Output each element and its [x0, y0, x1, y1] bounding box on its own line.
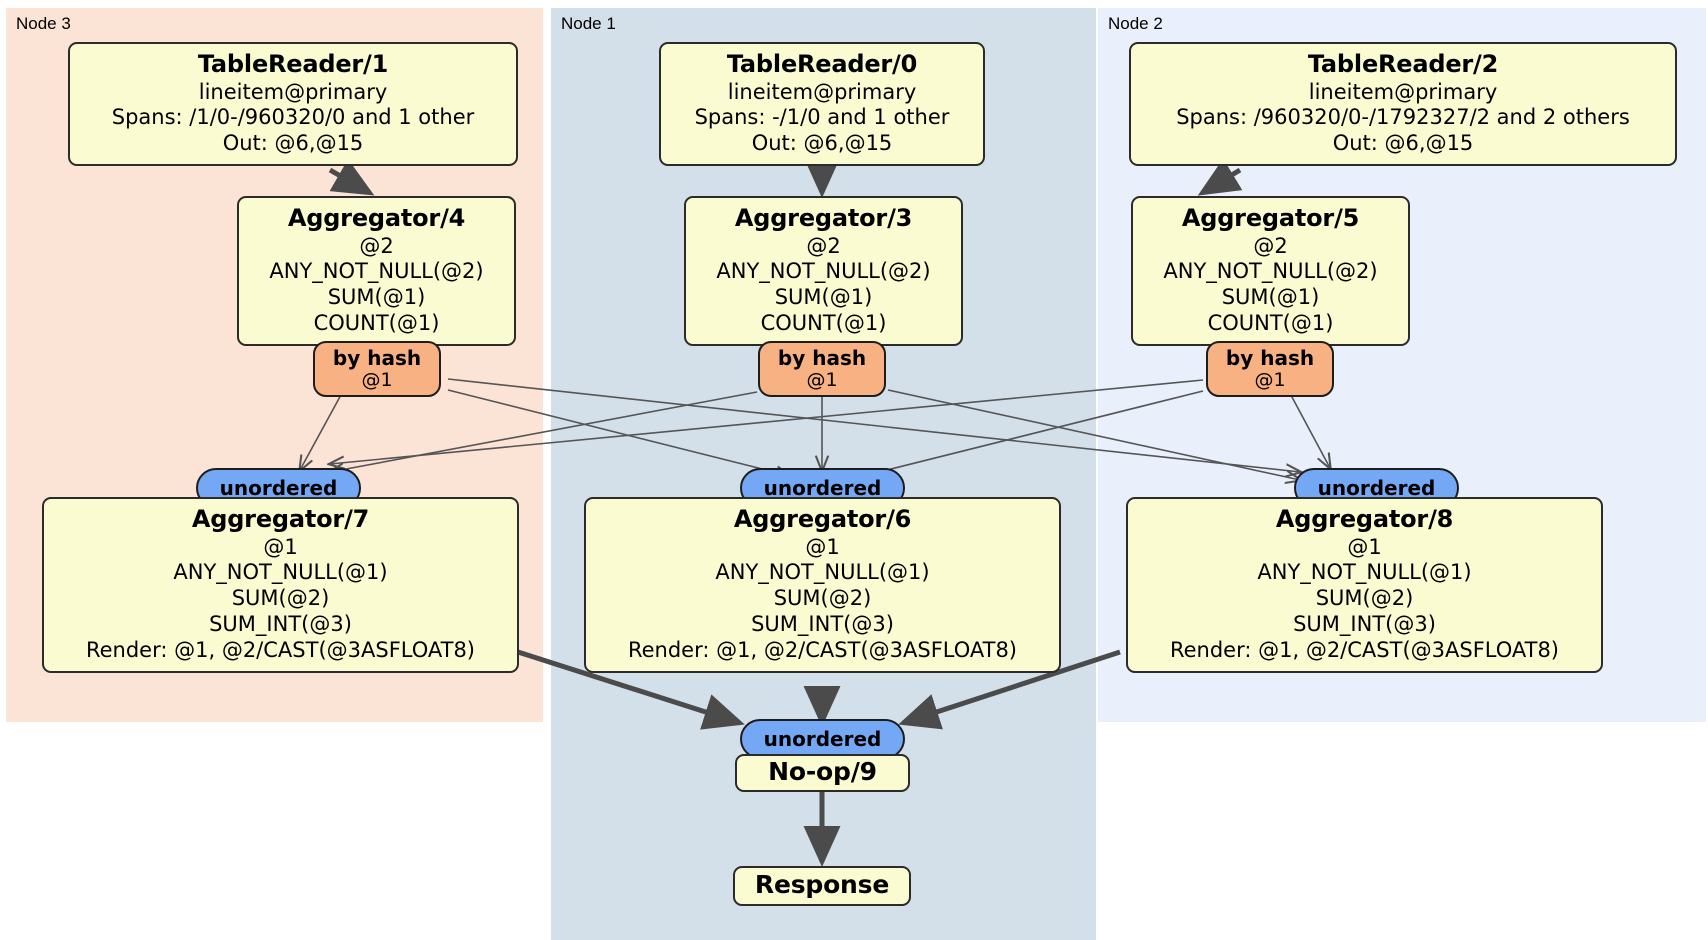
processor-detail-agg2: SUM(@1): [1221, 285, 1320, 310]
router-by-hash-left[interactable]: by hash @1: [313, 341, 441, 397]
processor-table-reader-0[interactable]: TableReader/0 lineitem@primary Spans: -/…: [659, 42, 985, 166]
synchronizer-label: unordered: [1317, 475, 1436, 500]
processor-detail-agg1: ANY_NOT_NULL(@2): [716, 259, 931, 284]
processor-detail-groupcol: @1: [1347, 534, 1382, 559]
processor-table-reader-2[interactable]: TableReader/2 lineitem@primary Spans: /9…: [1129, 42, 1677, 166]
processor-aggregator-7[interactable]: Aggregator/7 @1 ANY_NOT_NULL(@1) SUM(@2)…: [42, 497, 519, 673]
synchronizer-label: unordered: [763, 475, 882, 500]
processor-aggregator-3[interactable]: Aggregator/3 @2 ANY_NOT_NULL(@2) SUM(@1)…: [684, 196, 963, 346]
processor-detail-agg3: COUNT(@1): [313, 311, 440, 335]
panel-node1-label: Node 1: [561, 14, 616, 33]
router-by-hash-right[interactable]: by hash @1: [1206, 341, 1334, 397]
processor-detail-render: Render: @1, @2/CAST(@3ASFLOAT8): [85, 637, 476, 662]
processor-detail-agg3: COUNT(@1): [1207, 311, 1334, 335]
processor-detail-groupcol: @2: [359, 233, 394, 258]
processor-title: Aggregator/7: [191, 505, 370, 533]
processor-noop-9[interactable]: No-op/9: [735, 754, 910, 792]
processor-detail-agg3: SUM_INT(@3): [209, 612, 352, 636]
router-stream-label: @1: [1254, 368, 1286, 391]
processor-title: Aggregator/8: [1275, 505, 1454, 533]
processor-detail-index: lineitem@primary: [198, 79, 388, 104]
processor-title: Aggregator/3: [734, 204, 913, 232]
processor-title: Aggregator/5: [1181, 204, 1360, 232]
processor-aggregator-8[interactable]: Aggregator/8 @1 ANY_NOT_NULL(@1) SUM(@2)…: [1126, 497, 1603, 673]
synchronizer-label: unordered: [763, 726, 882, 751]
router-kind-label: by hash: [332, 345, 422, 370]
router-by-hash-center[interactable]: by hash @1: [758, 341, 886, 397]
processor-detail-agg1: ANY_NOT_NULL(@2): [269, 259, 484, 284]
processor-aggregator-5[interactable]: Aggregator/5 @2 ANY_NOT_NULL(@2) SUM(@1)…: [1131, 196, 1410, 346]
processor-detail-spans: Spans: /1/0-/960320/0 and 1 other: [111, 105, 475, 130]
processor-detail-index: lineitem@primary: [727, 79, 917, 104]
processor-detail-out: Out: @6,@15: [1332, 131, 1474, 156]
processor-detail-spans: Spans: -/1/0 and 1 other: [694, 105, 950, 130]
processor-detail-groupcol: @1: [263, 534, 298, 559]
router-kind-label: by hash: [1225, 345, 1315, 370]
processor-title: TableReader/2: [1307, 50, 1499, 78]
panel-node2-label: Node 2: [1108, 14, 1163, 33]
processor-detail-agg2: SUM(@2): [1315, 586, 1414, 611]
processor-aggregator-6[interactable]: Aggregator/6 @1 ANY_NOT_NULL(@1) SUM(@2)…: [584, 497, 1061, 673]
processor-title: TableReader/0: [726, 50, 918, 78]
processor-detail-render: Render: @1, @2/CAST(@3ASFLOAT8): [627, 637, 1018, 662]
processor-detail-agg2: SUM(@1): [327, 285, 426, 310]
processor-detail-render: Render: @1, @2/CAST(@3ASFLOAT8): [1169, 637, 1560, 662]
processor-response[interactable]: Response: [733, 866, 911, 906]
panel-node3-label: Node 3: [16, 14, 71, 33]
processor-title: Aggregator/6: [733, 505, 912, 533]
processor-aggregator-4[interactable]: Aggregator/4 @2 ANY_NOT_NULL(@2) SUM(@1)…: [237, 196, 516, 346]
processor-detail-agg2: SUM(@2): [231, 586, 330, 611]
processor-detail-agg2: SUM(@1): [774, 285, 873, 310]
router-stream-label: @1: [806, 368, 838, 391]
processor-detail-out: Out: @6,@15: [751, 131, 893, 156]
processor-detail-agg1: ANY_NOT_NULL(@1): [1257, 560, 1472, 585]
processor-detail-agg3: COUNT(@1): [760, 311, 887, 335]
processor-detail-spans: Spans: /960320/0-/1792327/2 and 2 others: [1176, 105, 1630, 130]
router-stream-label: @1: [361, 368, 393, 391]
processor-table-reader-1[interactable]: TableReader/1 lineitem@primary Spans: /1…: [68, 42, 518, 166]
processor-title: TableReader/1: [197, 50, 389, 78]
processor-title: Response: [754, 870, 890, 900]
processor-detail-agg1: ANY_NOT_NULL(@1): [715, 560, 930, 585]
processor-detail-agg3: SUM_INT(@3): [751, 612, 894, 636]
synchronizer-label: unordered: [219, 475, 338, 500]
processor-detail-groupcol: @1: [805, 534, 840, 559]
processor-detail-agg2: SUM(@2): [773, 586, 872, 611]
processor-detail-groupcol: @2: [806, 233, 841, 258]
router-kind-label: by hash: [777, 345, 867, 370]
processor-detail-agg1: ANY_NOT_NULL(@2): [1163, 259, 1378, 284]
synchronizer-unordered-final[interactable]: unordered: [740, 719, 905, 759]
processor-title: No-op/9: [768, 757, 877, 787]
processor-detail-agg1: ANY_NOT_NULL(@1): [173, 560, 388, 585]
processor-detail-index: lineitem@primary: [1308, 79, 1498, 104]
processor-detail-out: Out: @6,@15: [222, 131, 364, 156]
processor-detail-agg3: SUM_INT(@3): [1293, 612, 1436, 636]
processor-title: Aggregator/4: [287, 204, 466, 232]
processor-detail-groupcol: @2: [1253, 233, 1288, 258]
